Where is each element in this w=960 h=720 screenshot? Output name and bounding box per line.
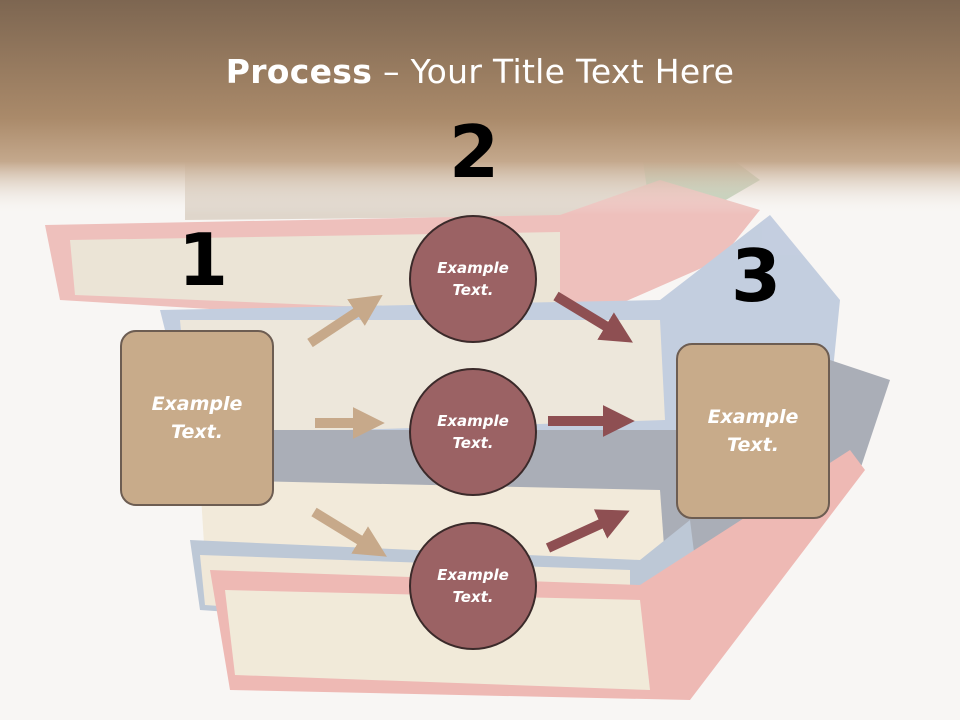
arrow-down-right-tan xyxy=(311,507,387,557)
title-separator: – xyxy=(372,52,411,91)
step-number-3: 3 xyxy=(731,234,782,318)
circle-top-line2: Text. xyxy=(452,281,494,299)
step-number-1: 1 xyxy=(178,218,229,302)
circle-top-line1: Example xyxy=(437,258,509,277)
circle-bottom: Example Text. xyxy=(409,522,537,650)
arrow-up-right-maroon xyxy=(545,509,630,553)
title-bold: Process xyxy=(225,52,373,91)
circle-top: Example Text. xyxy=(409,215,537,343)
circle-bottom-line1: Example xyxy=(437,565,509,584)
circle-bottom-line2: Text. xyxy=(452,588,494,606)
left-box-line1: Example xyxy=(151,392,243,415)
right-box-line1: Example xyxy=(707,405,799,428)
circle-middle-line2: Text. xyxy=(452,434,494,452)
step-number-2: 2 xyxy=(449,110,500,194)
right-text-box: Example Text. xyxy=(676,343,830,519)
right-box-line2: Text. xyxy=(727,434,779,456)
left-text-box: Example Text. xyxy=(120,330,274,506)
title-rest: Your Title Text Here xyxy=(410,52,735,91)
left-box-line2: Text. xyxy=(171,421,223,443)
slide-title: Process – Your Title Text Here xyxy=(0,52,960,91)
arrow-down-right-maroon xyxy=(553,291,633,343)
circle-middle-line1: Example xyxy=(437,411,509,430)
arrow-up-right-tan xyxy=(307,294,383,348)
circle-middle: Example Text. xyxy=(409,368,537,496)
